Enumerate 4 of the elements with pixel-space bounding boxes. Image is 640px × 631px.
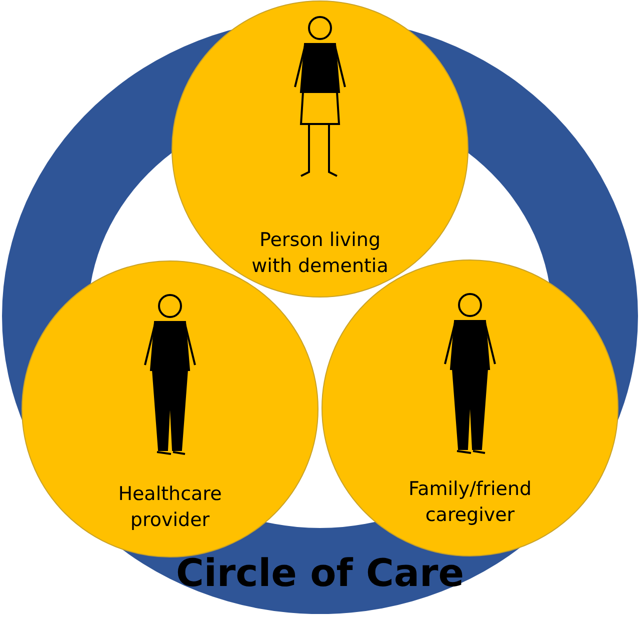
ring-title: Circle of Care	[174, 550, 466, 597]
circle-label: Healthcare provider	[117, 482, 223, 533]
circle-label: Person living with dementia	[250, 228, 390, 279]
circle-label: Family/friend caregiver	[407, 477, 533, 528]
